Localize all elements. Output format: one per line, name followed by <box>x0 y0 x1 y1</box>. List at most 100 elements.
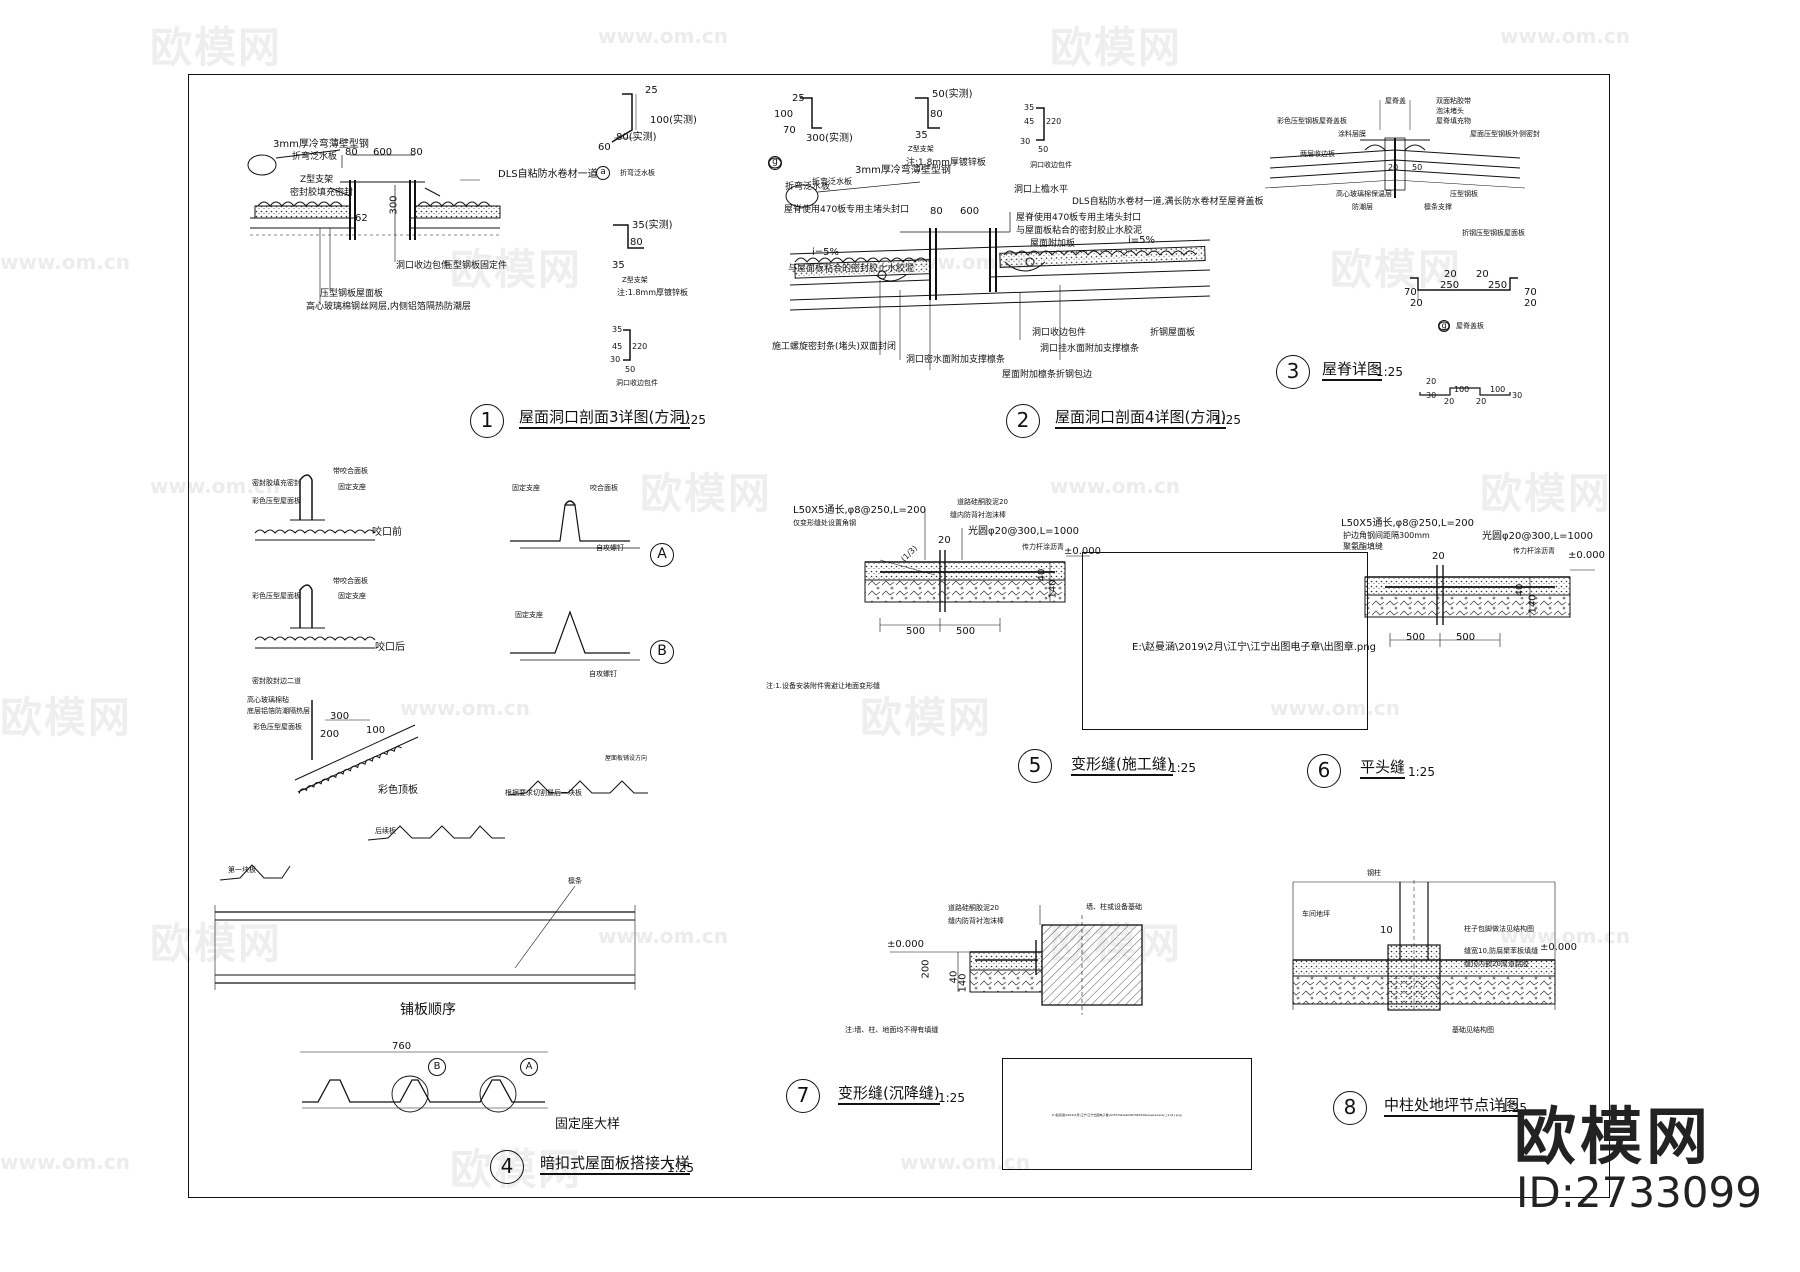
detail-scale-1: 1:25 <box>679 413 706 427</box>
d3-small-dim: 100 <box>1454 385 1470 394</box>
watermark-url: www.om.cn <box>400 696 531 720</box>
d3-profile-dim: 20 <box>1476 269 1489 280</box>
detail-number-5: 5 <box>1018 749 1052 783</box>
d6-label: 光圆φ20@300,L=1000 <box>1482 531 1593 542</box>
d7-image-ref: E:\赵曼涵\2019\2月\江宁\江宁出图电子章\ACFdrfeDa2b0RY… <box>1052 1113 1182 1117</box>
d6-label: L50X5通长,φ8@250,L=200 <box>1341 518 1474 529</box>
d8-label: 基础见结构图 <box>1452 1026 1494 1034</box>
watermark-logo: 欧模网 <box>1330 245 1463 294</box>
p1-dim: 25 <box>645 85 658 96</box>
detail-number-3: 3 <box>1276 355 1310 389</box>
d6-dim: 500 <box>1406 632 1426 643</box>
d8-dim: 10 <box>1380 925 1393 936</box>
marker-b: B <box>650 640 674 664</box>
p3-dim: 220 <box>632 342 648 351</box>
d2-label: 洞口挂水面附加支撑檩条 <box>1040 344 1140 354</box>
d8-label: 缝宽10,防腐聚苯板填缝 <box>1464 947 1539 955</box>
d3-label: 防潮层 <box>1352 203 1373 211</box>
detail-title-8: 中柱处地坪节点详图 <box>1384 1098 1520 1117</box>
d4-label: 带咬合面板 <box>333 467 368 475</box>
d1-label: 洞口收边包件 <box>396 261 451 271</box>
watermark-url: www.om.cn <box>598 924 729 948</box>
p4-dim: 100 <box>774 109 794 120</box>
d1-label: 3mm厚冷弯薄壁型钢 <box>273 139 369 150</box>
marker-b: B <box>428 1058 446 1076</box>
d4-dim: 100 <box>366 725 386 736</box>
p1-dim: 60 <box>598 142 611 153</box>
p3-label: 洞口收边包件 <box>616 379 658 387</box>
d1-label: 折弯泛水板 <box>292 152 338 162</box>
p5-note: 注:1.8mm厚镀锌板 <box>906 158 986 168</box>
d4-label: 彩色压型屋面板 <box>253 723 302 731</box>
detail-number-1: 1 <box>470 404 504 438</box>
detail-title-7: 变形缝(沉降缝) <box>838 1086 940 1105</box>
watermark-url: www.om.cn <box>1500 24 1631 48</box>
d3-profile-dim: 20 <box>1524 298 1537 309</box>
p5-dim: 35 <box>915 130 928 141</box>
d2-label: 屋脊使用470板专用主堵头封口 <box>1016 213 1142 223</box>
d4-view: 咬口前 <box>372 527 402 538</box>
d7-dim: ±0.000 <box>887 939 925 950</box>
detail-title-2: 屋面洞口剖面4详图(方洞) <box>1055 410 1227 429</box>
d3-small-dim: 100 <box>1490 385 1506 394</box>
d3-profile-dim: 250 <box>1440 280 1460 291</box>
watermark-logo: 欧模网 <box>640 469 773 518</box>
d4-label: 彩色顶板 <box>378 785 418 796</box>
d3-label: 压型钢板 <box>1450 190 1478 198</box>
d8-label: 柱子包脚做法见结构图 <box>1464 925 1534 933</box>
d4-seq-label: 屋面板铺设方向 <box>605 755 648 762</box>
watermark-url: www.om.cn <box>900 1150 1031 1174</box>
d5-label: 注:1.设备安装附件需避让地面变形缝 <box>766 682 881 690</box>
detail-number-6: 6 <box>1307 754 1341 788</box>
d2-label: DLS自粘防水卷材一道,满长防水卷材至屋脊盖板 <box>1072 197 1264 207</box>
p2-dim: 35 <box>612 260 625 271</box>
d2-label: 洞口收边包件 <box>1032 328 1087 338</box>
detail-5-drawing <box>864 508 1090 632</box>
profile-group-1 <box>611 93 644 361</box>
d7-image-ref-box <box>1002 1058 1252 1170</box>
marker-a: A <box>520 1058 538 1076</box>
detail-scale-3: 1:25 <box>1376 365 1403 379</box>
marker-a: A <box>650 543 674 567</box>
d3-label: 涂料层膜 <box>1338 130 1366 138</box>
p1-dim: 80(实测) <box>616 132 657 143</box>
watermark-url: www.om.cn <box>150 474 281 498</box>
detail-scale-7: 1:25 <box>938 1091 965 1105</box>
d1-label: 高心玻璃棉钢丝网层,内侧铝箔隔热防潮层 <box>306 302 471 312</box>
d4-b-label: 自攻螺钉 <box>589 670 617 678</box>
d2-label: 洞口密水面附加支撑檩条 <box>906 355 1006 365</box>
detail-title-3: 屋脊详图 <box>1322 362 1383 381</box>
d4-a-label: 自攻螺钉 <box>596 544 624 552</box>
watermark-logo: 欧模网 <box>150 23 283 72</box>
p4-label: 折弯泛水板 <box>812 177 852 186</box>
p4-dim: 300(实测) <box>806 133 853 144</box>
d4-label: 彩色压型屋面板 <box>252 497 301 505</box>
d4-label: 底层铝箔防潮隔热层 <box>247 707 310 715</box>
p6-dim: 50 <box>1038 145 1049 154</box>
detail-3-drawing <box>1264 100 1526 396</box>
p2-dim: 35(实测) <box>632 220 673 231</box>
watermark-url: www.om.cn <box>0 1150 131 1174</box>
p4-dim: 25 <box>792 93 805 104</box>
detail-number-7: 7 <box>786 1079 820 1113</box>
d2-label: 屋面附加檩条折钢包边 <box>1002 370 1093 380</box>
brand-logo: 欧模网 <box>1514 1100 1713 1173</box>
d2-dim: i=5% <box>812 247 840 258</box>
d3-small-dim: 30 <box>1426 391 1437 400</box>
d4-label: 固定支座 <box>338 483 366 491</box>
p5-dim: 50(实测) <box>932 89 973 100</box>
d5-dim: 40 <box>1036 568 1048 582</box>
d2-dim: 600 <box>960 206 980 217</box>
d1-label: Z型支架 <box>300 175 334 185</box>
d2-label: 施工螺旋密封条(堵头)双面封闭 <box>772 342 897 352</box>
d3-profile-dim: 20 <box>1444 269 1457 280</box>
p2-label: Z型支架 <box>622 276 648 284</box>
d5-label: 缝内防背衬泡沫棒 <box>950 511 1006 519</box>
d3-label: 檩条支撑 <box>1424 203 1452 211</box>
p3-dim: 30 <box>610 355 621 364</box>
watermark-logo: 欧模网 <box>0 693 133 742</box>
d6-label: 聚氨酯填缝 <box>1343 542 1383 551</box>
d2-label: 3mm厚冷弯薄壁型钢 <box>855 165 951 176</box>
watermark-logo: 欧模网 <box>1480 469 1613 518</box>
